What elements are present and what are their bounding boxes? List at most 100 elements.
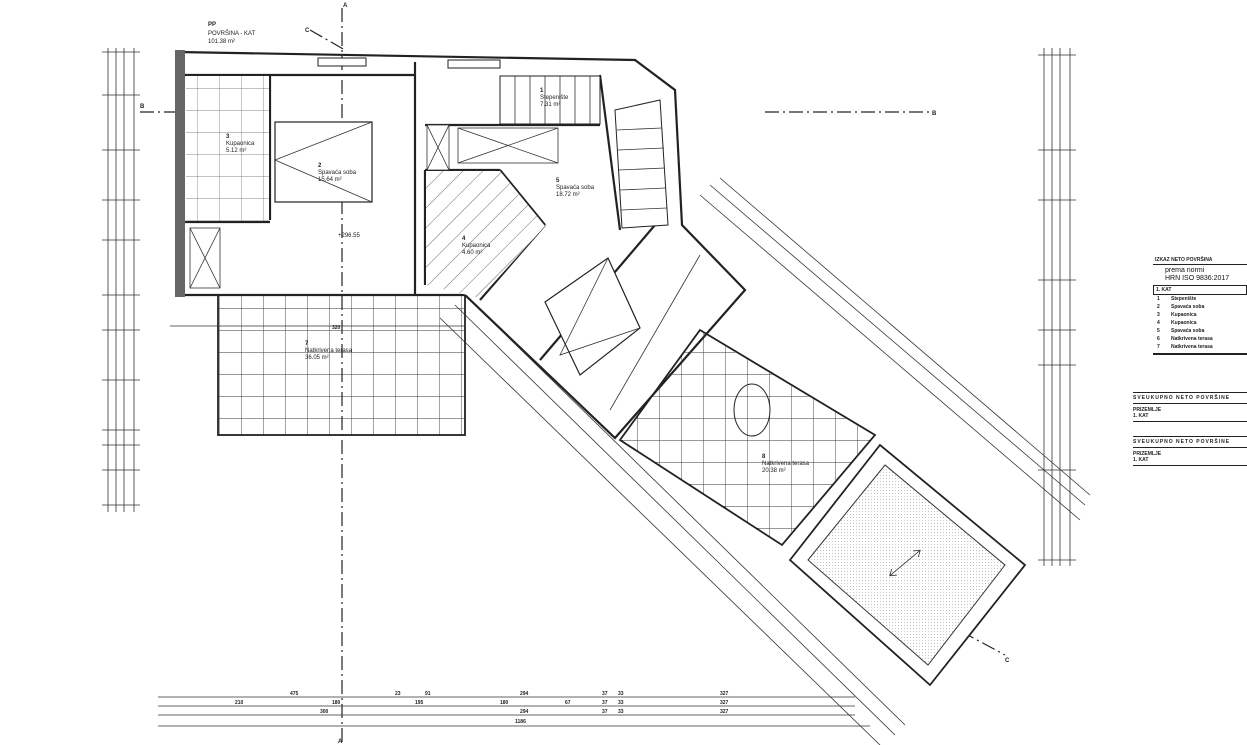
area-table-num: 1: [1157, 296, 1160, 302]
area-table-norm-2: HRN ISO 9836:2017: [1165, 275, 1230, 282]
terrace-width-dimension: 320: [332, 325, 341, 331]
dimension-label: 300: [320, 709, 329, 715]
room-area: 15.64 m²: [318, 177, 342, 183]
room-name: Kupaonica: [462, 243, 491, 249]
dimension-label: 67: [565, 700, 571, 706]
plan-code: PP: [208, 22, 216, 28]
dimension-label: 475: [290, 691, 299, 697]
totals-row: 1. KAT: [1133, 457, 1247, 466]
room-name: Spavaća soba: [318, 170, 357, 176]
room-num: 7: [305, 341, 309, 347]
area-table-name: Natkrivena terasa: [1171, 344, 1213, 350]
area-table-name: Spavaća soba: [1171, 328, 1205, 334]
plan-area-label: POVRŠINA - KAT: [208, 30, 256, 37]
dimension-label: 37: [602, 691, 608, 697]
terrace-8: [618, 328, 877, 547]
room-area: 7.31 m²: [540, 102, 560, 108]
area-table-name: Kupaonica: [1171, 320, 1197, 326]
section-mark-a-bottom: A: [338, 739, 343, 745]
dimension-label: 180: [332, 700, 341, 706]
wardrobe-marks: [189, 124, 559, 289]
totals-row: PRIZEMLJE: [1133, 407, 1162, 413]
area-table: IZKAZ NETO POVRŠINA prema normi HRN ISO …: [1153, 256, 1247, 355]
terrace-table: [733, 383, 771, 437]
dimension-label: 327: [720, 691, 729, 697]
room-num: 8: [762, 454, 766, 460]
room-name: Natkrivena terasa: [305, 348, 353, 354]
level-mark: +296.55: [338, 233, 361, 239]
room-name: Kupaonica: [226, 141, 255, 147]
room-num: 4: [462, 236, 466, 242]
dimension-label: 294: [520, 709, 529, 715]
room-area: 20.38 m²: [762, 468, 786, 474]
diagonal-dimension-lines: [439, 177, 1091, 745]
dimension-label: 195: [415, 700, 424, 706]
section-mark-b-right: B: [932, 111, 937, 117]
room-name: Spavaća soba: [556, 185, 595, 191]
room-area: 4.60 m²: [462, 250, 482, 256]
area-table-row: 5 Spavaća soba: [1153, 327, 1247, 335]
dimension-label: 294: [520, 691, 529, 697]
windows: [317, 57, 501, 69]
bed-room-6: [544, 257, 641, 376]
bathroom-4-tiles: [426, 171, 545, 298]
area-table-floor: 1. KAT: [1153, 285, 1247, 295]
area-table-name: Spavaća soba: [1171, 304, 1205, 310]
area-table-num: 4: [1157, 320, 1160, 326]
section-mark-a-top: A: [343, 3, 348, 9]
area-table-name: Natkrivena terasa: [1171, 336, 1213, 342]
room-name: Stepenište: [540, 95, 569, 101]
room-num: 3: [226, 134, 230, 140]
plan-area-value: 101.38 m²: [208, 39, 235, 45]
room-area: 5.12 m²: [226, 148, 246, 154]
room-area: 36.05 m²: [305, 355, 329, 361]
dimension-label: 33: [618, 709, 624, 715]
bottom-dimension-chain: [158, 696, 870, 727]
bed-room-2: [273, 121, 373, 203]
dimension-label: 327: [720, 709, 729, 715]
dimension-label: 327: [720, 700, 729, 706]
area-table-num: 5: [1157, 328, 1160, 334]
bathroom-3-tiles: [186, 76, 269, 221]
dimension-label: 23: [395, 691, 401, 697]
bottom-total-dimension: 1186: [515, 719, 526, 725]
dimension-label: 180: [500, 700, 509, 706]
dimension-label: 33: [618, 700, 624, 706]
right-dimension-chain: [1038, 48, 1076, 566]
dimension-label: 37: [602, 709, 608, 715]
lower-terrace-inner: [807, 464, 1006, 666]
dimension-label: 210: [235, 700, 244, 706]
totals-row: 1. KAT: [1133, 413, 1247, 422]
area-table-name: Stepenište: [1171, 296, 1197, 302]
area-table-row: 1 Stepenište: [1153, 295, 1247, 303]
terrace-7: [217, 294, 466, 436]
section-mark-c-bottom: C: [1005, 658, 1010, 664]
staircase: [499, 75, 669, 229]
section-line-c: [309, 29, 346, 51]
totals-title: SVEUKUPNO NETO POVRŠINE: [1133, 437, 1247, 448]
totals-title: SVEUKUPNO NETO POVRŠINE: [1133, 393, 1247, 404]
left-dimension-chain: [102, 48, 140, 512]
area-table-norm-1: prema normi: [1165, 267, 1205, 274]
room-area: 18.72 m²: [556, 192, 580, 198]
building-outline: [175, 50, 747, 440]
section-mark-b-left: B: [140, 104, 145, 110]
area-table-name: Kupaonica: [1171, 312, 1197, 318]
lower-terrace-arrow-icon: [889, 549, 921, 577]
